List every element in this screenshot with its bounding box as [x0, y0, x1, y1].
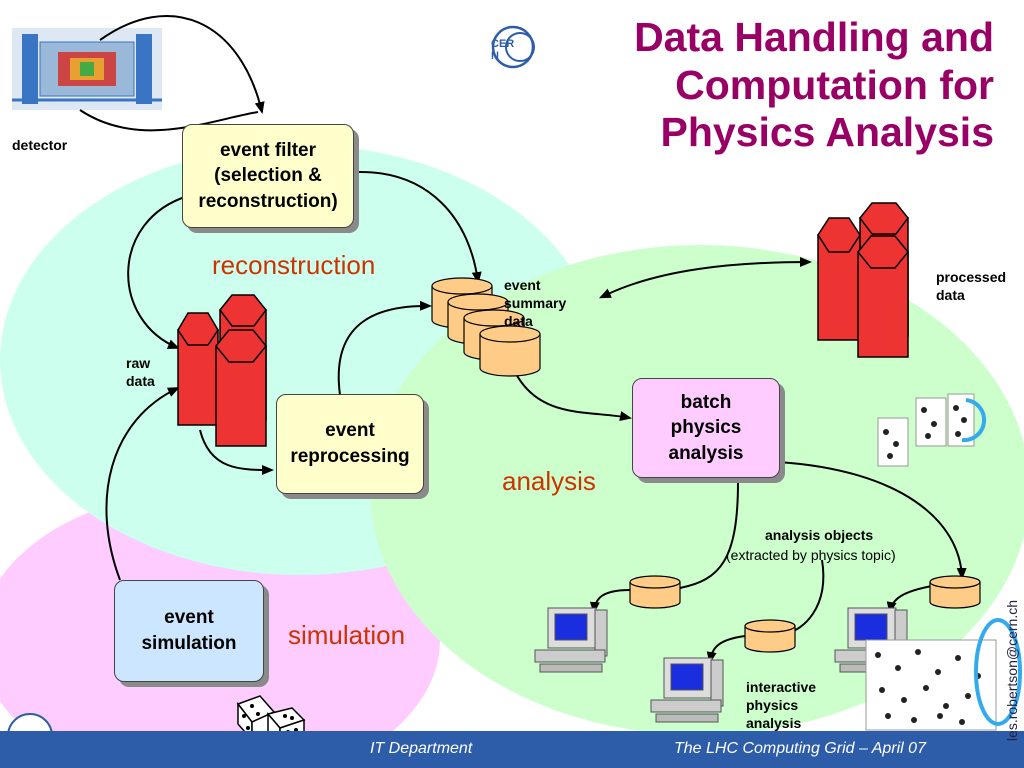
detector-to-filter-arrow-2	[79, 109, 259, 132]
processed-data-storage	[817, 202, 909, 358]
filter-to-esd-arrow	[355, 170, 482, 284]
event-display-thumbnails	[877, 393, 987, 467]
footer-left-text: IT Department	[370, 740, 473, 757]
batch-physics-analysis-box[interactable]: batch physics analysis	[632, 378, 780, 478]
event-reprocessing-box[interactable]: event reprocessing	[276, 394, 424, 494]
batch-to-obj1-arrow	[679, 481, 739, 589]
raw-data-label: raw data	[126, 355, 155, 390]
analysis-objects-storage	[629, 575, 981, 653]
simulation-to-raw-arrow	[105, 387, 180, 581]
workstation-icon	[534, 607, 608, 673]
detector-to-filter-arrow	[99, 15, 265, 114]
event-filter-box[interactable]: event filter (selection & reconstruction…	[182, 124, 354, 228]
reprocessing-to-esd-arrow	[337, 300, 432, 396]
cern-logo-icon	[491, 25, 535, 69]
detector-label: detector	[12, 137, 68, 153]
esd-batch-arrow	[510, 363, 632, 421]
analysis-objects-label: analysis objects	[765, 527, 874, 543]
raw-to-reprocessing-arrow	[199, 429, 274, 475]
side-email-text: les.robertson@cern.ch	[1004, 600, 1020, 742]
event-simulation-box[interactable]: event simulation	[114, 580, 264, 682]
region-label-analysis: analysis	[502, 466, 596, 496]
workstation-icon	[650, 657, 724, 723]
filter-to-raw-arrow	[127, 195, 189, 349]
page-title: Data Handling and Computation for Physic…	[634, 14, 994, 156]
detector-image	[12, 28, 162, 110]
footer-right-text: The LHC Computing Grid – April 07	[674, 740, 926, 757]
event-summary-data-label: event summary data	[504, 277, 567, 330]
region-label-simulation: simulation	[288, 620, 406, 650]
interactive-analysis-label: interactive physics analysis	[746, 679, 817, 732]
event-display-grid	[865, 618, 1022, 731]
analysis-objects-sublabel: (extracted by physics topic)	[726, 547, 896, 563]
logo-text: CERN	[491, 38, 515, 63]
processed-data-label: processed data	[936, 269, 1007, 304]
region-label-reconstruction: reconstruction	[212, 250, 376, 280]
raw-data-storage	[177, 294, 267, 447]
batch-to-obj3-arrow	[777, 461, 967, 580]
event-summary-data-storage	[431, 277, 541, 377]
esd-processed-arrow	[598, 257, 812, 299]
footer-bar	[0, 731, 1024, 768]
